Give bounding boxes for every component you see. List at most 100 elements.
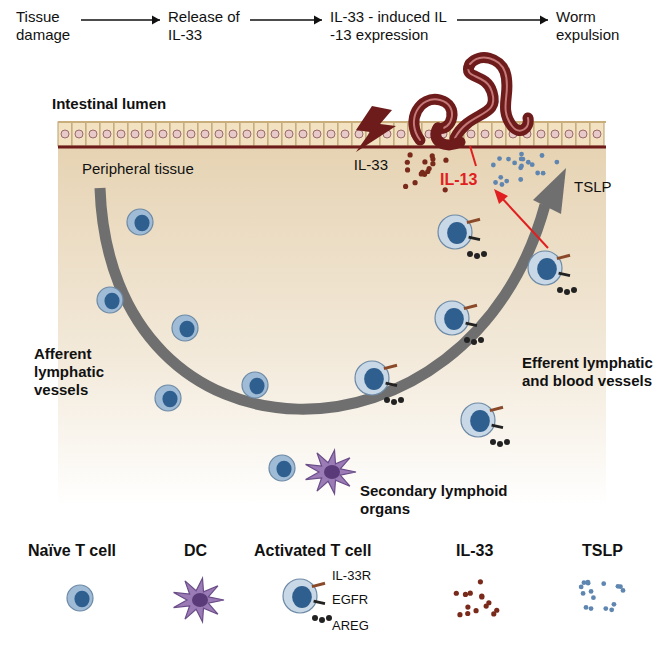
activated-t-cell <box>355 361 389 395</box>
flow-arrow <box>81 16 160 25</box>
cytokine-dot <box>554 160 559 165</box>
epithelial-nucleus <box>131 130 139 138</box>
cytokine-dot <box>479 594 484 599</box>
cell-nucleus <box>292 586 312 608</box>
cell-nucleus <box>134 215 149 232</box>
epithelial-nucleus <box>61 130 69 138</box>
areg-dot <box>571 287 577 293</box>
cell-nucleus <box>444 308 464 330</box>
epithelial-nucleus <box>565 130 573 138</box>
annotation-label: EGFR <box>332 592 368 608</box>
areg-dot <box>464 337 470 343</box>
dc-nucleus <box>324 465 340 479</box>
il33r-receptor <box>467 219 480 222</box>
arrow-line <box>81 19 160 21</box>
cytokine-dot <box>405 167 410 172</box>
areg-dot <box>471 339 477 345</box>
step-text: Tissue damage <box>16 8 73 44</box>
epithelial-nucleus <box>579 130 587 138</box>
cytokine-dot <box>473 608 478 613</box>
epithelial-cell <box>338 122 352 146</box>
cytokine-dot <box>541 171 546 176</box>
cytokine-dot <box>504 179 509 184</box>
cytokine-dot <box>484 603 489 608</box>
cell-nucleus <box>364 368 384 390</box>
cytokine-dot <box>506 157 511 162</box>
cytokine-dot <box>465 604 470 609</box>
cytokine-dot <box>589 589 594 594</box>
cell-nucleus <box>162 391 177 408</box>
tissue <box>58 146 606 506</box>
areg-dot <box>557 287 563 293</box>
epithelial-nucleus <box>397 130 405 138</box>
egfr-receptor <box>492 425 503 428</box>
circulation-arrow <box>100 188 545 409</box>
naive-t-cell <box>127 209 153 235</box>
legend-text: TSLP <box>582 542 623 560</box>
cytokine-dot <box>419 171 424 176</box>
cell-nucleus <box>249 378 264 395</box>
areg-dot <box>478 337 484 343</box>
cell-nucleus <box>74 591 89 608</box>
cytokine-dot <box>581 591 586 596</box>
areg-dot <box>504 439 510 445</box>
naive-t-cell <box>242 372 268 398</box>
dc-nucleus <box>192 593 208 607</box>
cytokine-dot <box>403 184 408 189</box>
cytokine-dot <box>601 581 606 586</box>
epithelial-nucleus <box>89 130 97 138</box>
flow-step: Tissue damage <box>16 8 73 44</box>
activated-t-cell <box>283 579 317 613</box>
egfr-receptor <box>386 383 397 386</box>
areg-dot <box>312 615 318 621</box>
flow-step: IL-33 - induced IL -13 expression <box>330 8 449 44</box>
epithelial-nucleus <box>285 130 293 138</box>
cytokine-dot <box>540 153 545 158</box>
epithelial-cell <box>268 122 282 146</box>
cytokine-dot <box>591 595 596 600</box>
cell-nucleus <box>179 321 194 338</box>
epithelial-nucleus <box>537 130 545 138</box>
areg-dot <box>564 289 570 295</box>
annotation-label: IL-33R <box>332 568 371 584</box>
annotation-label: Intestinal lumen <box>52 95 166 113</box>
cytokine-dot <box>465 611 470 616</box>
epithelial-nucleus <box>145 130 153 138</box>
epithelial-cell <box>478 122 492 146</box>
epithelial-nucleus <box>593 130 601 138</box>
epithelial-cell <box>282 122 296 146</box>
epithelial-nucleus <box>313 130 321 138</box>
il33r-receptor <box>557 255 570 258</box>
cytokine-dot <box>521 157 526 162</box>
legend-text: Naïve T cell <box>28 542 116 560</box>
il13-line <box>470 146 476 166</box>
cell-nucleus <box>447 222 467 244</box>
cell-nucleus <box>537 258 557 280</box>
circulation-arrowhead <box>533 168 566 214</box>
epithelial-nucleus <box>495 130 503 138</box>
il33r-receptor <box>384 365 397 368</box>
epithelial-nucleus <box>215 130 223 138</box>
il33r-receptor <box>490 407 503 410</box>
cytokine-dot <box>443 158 448 163</box>
basement-line <box>58 146 606 149</box>
epithelial-nucleus <box>159 130 167 138</box>
epithelial-nucleus <box>257 130 265 138</box>
naive-t-cell <box>97 287 123 313</box>
epithelial-cell <box>142 122 156 146</box>
epithelial-nucleus <box>103 130 111 138</box>
cytokine-dot <box>454 591 459 596</box>
il13-arrowhead <box>494 189 508 204</box>
epithelial-cell <box>226 122 240 146</box>
il33r-receptor <box>312 583 325 586</box>
cytokine-dot <box>584 605 589 610</box>
epithelial-nucleus <box>271 130 279 138</box>
epithelial-cell <box>156 122 170 146</box>
epithelial-cell <box>254 122 268 146</box>
cytokine-dot <box>616 584 621 589</box>
damage-bolt <box>356 106 396 152</box>
epithelial-cell <box>184 122 198 146</box>
epithelial-cell <box>170 122 184 146</box>
epithelial-nucleus <box>467 130 475 138</box>
